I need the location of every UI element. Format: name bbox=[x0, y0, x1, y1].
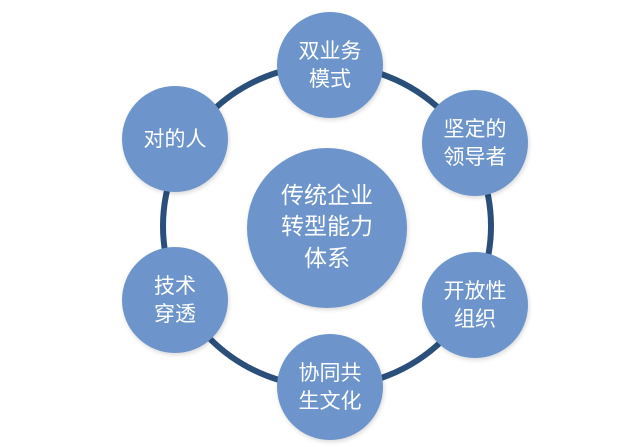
node-line: 组织 bbox=[454, 307, 496, 331]
center-node: 传统企业 转型能力 体系 bbox=[247, 148, 407, 308]
node-top-left: 对的人 bbox=[122, 86, 228, 192]
node-line: 领导者 bbox=[443, 145, 507, 169]
node-line: 模式 bbox=[309, 67, 351, 91]
node-line: 开放性 bbox=[443, 278, 507, 303]
center-line: 传统企业 bbox=[281, 183, 373, 210]
center-line: 体系 bbox=[304, 245, 350, 272]
node-line: 协同共 bbox=[298, 360, 362, 385]
node-bottom-right: 开放性 组织 bbox=[422, 252, 528, 358]
node-line: 穿透 bbox=[154, 302, 196, 326]
node-top-right: 坚定的 领导者 bbox=[422, 90, 528, 196]
node-bottom: 协同共 生文化 bbox=[277, 334, 383, 440]
node-line: 坚定的 bbox=[443, 116, 507, 141]
node-bottom-left: 技术 穿透 bbox=[122, 247, 228, 353]
node-line: 对的人 bbox=[143, 126, 207, 151]
node-line: 技术 bbox=[154, 273, 196, 298]
center-line: 转型能力 bbox=[281, 214, 373, 241]
node-top: 双业务 模式 bbox=[277, 12, 383, 118]
node-line: 双业务 bbox=[298, 38, 362, 63]
node-line: 生文化 bbox=[298, 389, 362, 413]
